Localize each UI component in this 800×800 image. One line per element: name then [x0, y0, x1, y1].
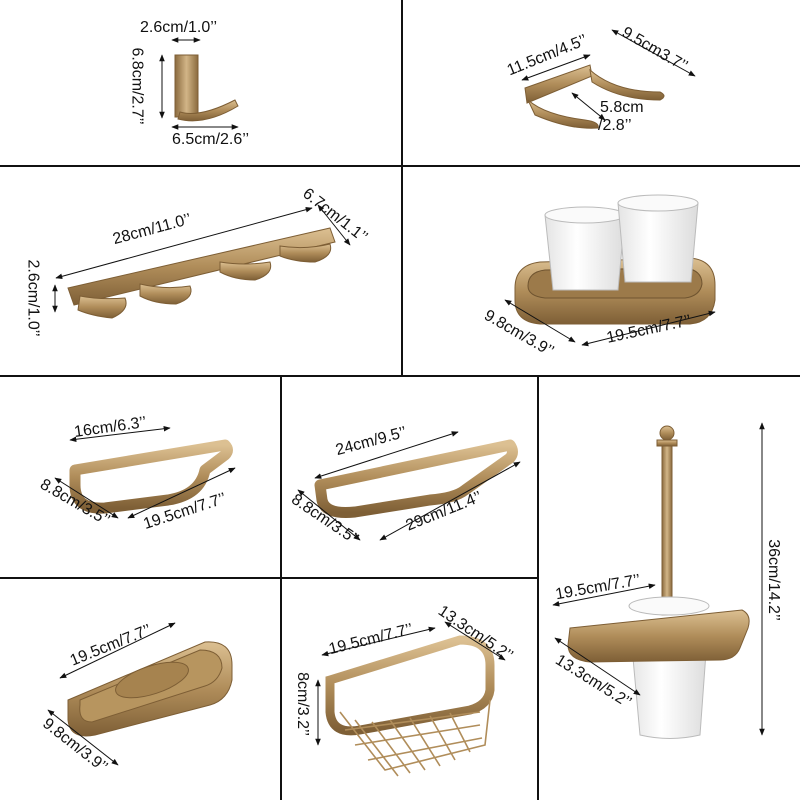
brush-holder-image — [552, 422, 765, 739]
divider-h-1 — [0, 165, 800, 167]
single-hook-depth-label: 6.5cm/2.6’’ — [172, 131, 250, 148]
divider-vertical-top — [401, 0, 403, 376]
cup-holder-image — [504, 194, 716, 347]
double-hook-depth-label-b: /2.8’’ — [598, 117, 632, 134]
single-hook-image — [159, 37, 239, 130]
divider-h-3 — [0, 577, 538, 579]
brush-holder-height-label: 36cm/14.2’’ — [764, 539, 782, 621]
single-hook-width-label: 2.6cm/1.0’’ — [140, 19, 218, 36]
double-hook-image — [521, 29, 696, 129]
divider-vertical-mid-right — [537, 376, 539, 800]
divider-h-2 — [0, 375, 800, 377]
double-hook-depth-label-a: 5.8cm — [600, 99, 644, 116]
soap-dish-image — [47, 622, 233, 766]
paper-holder-image — [54, 425, 236, 519]
robe-rail-image — [52, 204, 351, 319]
divider-vertical-mid-left — [280, 376, 282, 800]
paper-basket-height-label: 8cm/3.2’’ — [293, 672, 311, 736]
robe-rail-height-label: 2.6cm/1.0’’ — [24, 259, 42, 337]
paper-basket-image — [315, 621, 506, 777]
single-hook-height-label: 6.8cm/2.7’’ — [128, 47, 146, 125]
towel-bar-image — [297, 431, 521, 541]
